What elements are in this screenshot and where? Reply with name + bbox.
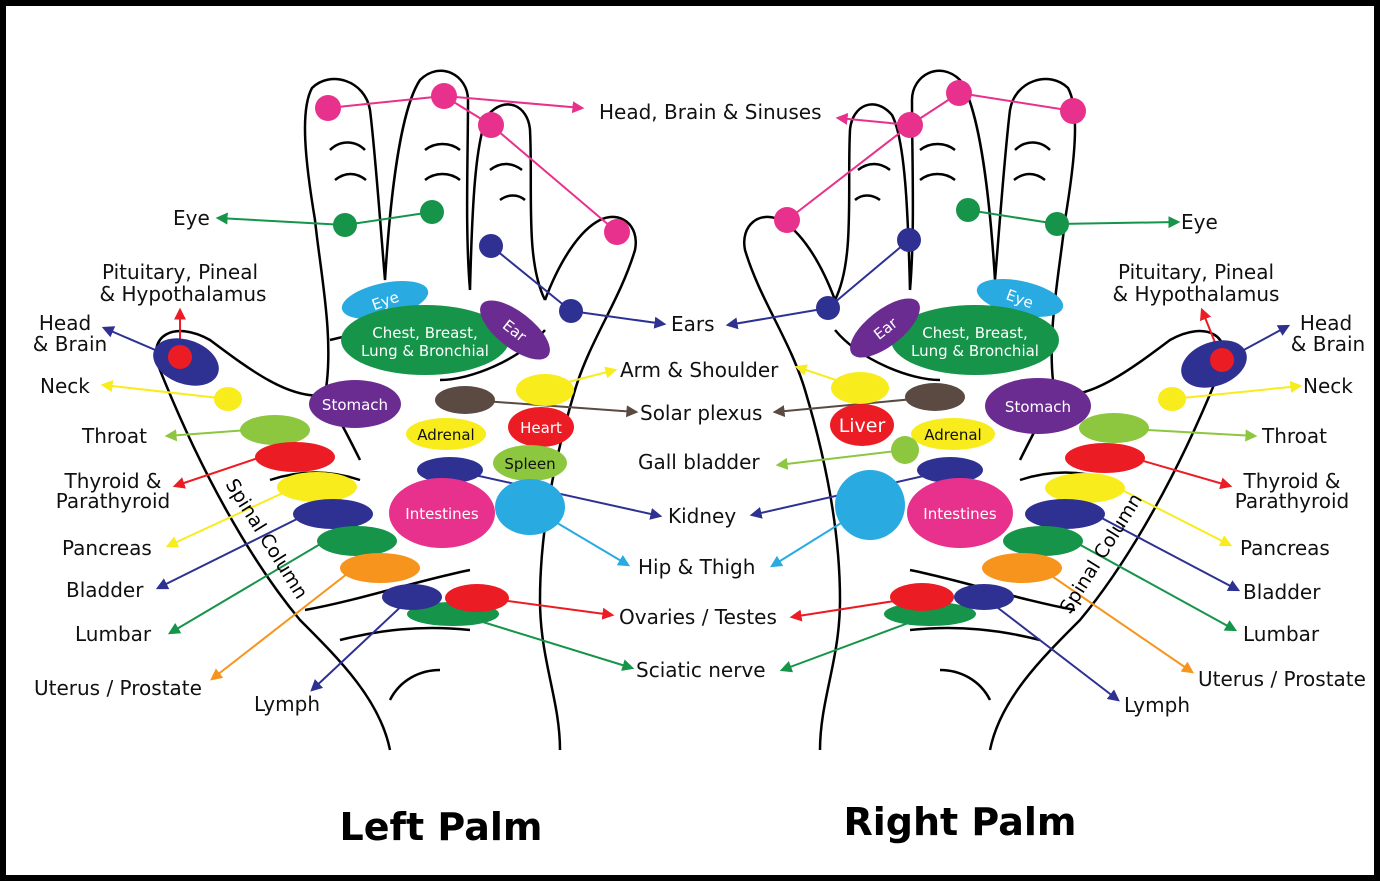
left-spleen-label: Spleen: [504, 455, 555, 473]
label-kidney: Kidney: [668, 504, 736, 528]
right-gall-bladder-zone: [891, 436, 919, 464]
left-throat-zone: [240, 415, 310, 445]
left-ear-point-b: [559, 299, 583, 323]
right-bladder-zone: [1025, 499, 1105, 529]
right-ovaries-zone: [890, 583, 954, 611]
right-label-uterus: Uterus / Prostate: [1198, 667, 1366, 691]
right-eye-point-b: [1045, 212, 1069, 236]
left-head-point-middle: [478, 112, 504, 138]
left-label-lymph: Lymph: [254, 692, 320, 716]
left-hip-zone: [495, 479, 565, 535]
label-gall-bladder: Gall bladder: [638, 450, 760, 474]
right-liver-label: Liver: [839, 415, 886, 437]
right-adrenal-label: Adrenal: [924, 426, 981, 444]
left-stomach-label: Stomach: [322, 396, 388, 414]
left-label-thyroid-2: Parathyroid: [56, 489, 171, 513]
right-intestines-label: Intestines: [923, 505, 997, 523]
right-lumbar-zone: [1003, 526, 1083, 556]
left-solar-plexus-zone: [435, 386, 495, 414]
right-palm-title: Right Palm: [843, 800, 1076, 844]
right-arm-shoulder-zone: [831, 372, 889, 404]
right-label-neck: Neck: [1303, 374, 1353, 398]
left-label-pituitary-2: & Hypothalamus: [100, 282, 267, 306]
left-eye-point-a: [333, 213, 357, 237]
left-ovaries-zone: [445, 584, 509, 612]
left-label-eye: Eye: [173, 206, 210, 230]
label-ears: Ears: [671, 312, 715, 336]
right-ear-point-b: [816, 296, 840, 320]
right-head-point-middle: [897, 112, 923, 138]
right-label-eye: Eye: [1181, 210, 1218, 234]
right-chest-label-1: Chest, Breast,: [922, 324, 1027, 342]
left-head-point-ring: [604, 219, 630, 245]
left-head-point-thumb: [315, 95, 341, 121]
left-label-head-2: & Brain: [33, 332, 107, 356]
left-palm-title: Left Palm: [339, 805, 542, 849]
right-solar-plexus-zone: [905, 383, 965, 411]
right-chest-label-2: Lung & Bronchial: [911, 342, 1039, 360]
left-neck-zone: [214, 387, 242, 411]
left-label-throat: Throat: [81, 424, 147, 448]
right-label-bladder: Bladder: [1243, 580, 1321, 604]
left-arm-shoulder-zone: [516, 374, 574, 406]
left-pituitary-point: [168, 345, 192, 369]
right-hip-zone: [835, 470, 905, 540]
label-arm-shoulder: Arm & Shoulder: [620, 358, 779, 382]
label-solar-plexus: Solar plexus: [640, 401, 762, 425]
right-label-throat: Throat: [1261, 424, 1327, 448]
right-label-pituitary-1: Pituitary, Pineal: [1118, 260, 1274, 284]
label-head-brain-sinuses: Head, Brain & Sinuses: [599, 100, 822, 124]
left-eye-point-b: [420, 200, 444, 224]
left-uterus-zone: [340, 553, 420, 583]
right-label-lumbar: Lumbar: [1243, 622, 1320, 646]
right-lymph-zone: [954, 584, 1014, 610]
right-head-point-thumb: [1060, 98, 1086, 124]
left-label-pituitary-1: Pituitary, Pineal: [102, 260, 258, 284]
right-stomach-label: Stomach: [1005, 398, 1071, 416]
right-label-thyroid-2: Parathyroid: [1235, 489, 1350, 513]
left-heart-label: Heart: [520, 419, 562, 437]
left-chest-label-1: Chest, Breast,: [372, 324, 477, 342]
left-head-point-index: [431, 83, 457, 109]
right-pituitary-point: [1210, 348, 1234, 372]
right-thyroid-zone: [1065, 443, 1145, 473]
right-eye-point-a: [956, 198, 980, 222]
left-adrenal-label: Adrenal: [417, 426, 474, 444]
left-intestines-label: Intestines: [405, 505, 479, 523]
right-label-pituitary-2: & Hypothalamus: [1113, 282, 1280, 306]
left-lumbar-zone: [317, 526, 397, 556]
left-label-lumbar: Lumbar: [75, 622, 152, 646]
label-ovaries-testes: Ovaries / Testes: [619, 605, 777, 629]
left-lymph-zone: [382, 584, 442, 610]
left-label-neck: Neck: [40, 374, 90, 398]
left-ear-point-a: [479, 234, 503, 258]
label-sciatic-nerve: Sciatic nerve: [636, 658, 766, 682]
left-label-pancreas: Pancreas: [62, 536, 152, 560]
left-pancreas-zone: [277, 472, 357, 502]
label-hip-thigh: Hip & Thigh: [638, 555, 755, 579]
right-throat-zone: [1079, 413, 1149, 443]
right-uterus-zone: [982, 553, 1062, 583]
left-thyroid-zone: [255, 442, 335, 472]
left-bladder-zone: [293, 499, 373, 529]
left-label-bladder: Bladder: [66, 578, 144, 602]
right-head-point-index: [946, 80, 972, 106]
right-head-point-ring: [774, 207, 800, 233]
left-label-uterus: Uterus / Prostate: [34, 676, 202, 700]
right-neck-zone: [1158, 387, 1186, 411]
right-ear-point-a: [897, 228, 921, 252]
right-label-pancreas: Pancreas: [1240, 536, 1330, 560]
left-chest-label-2: Lung & Bronchial: [361, 342, 489, 360]
right-label-head-2: & Brain: [1291, 332, 1365, 356]
right-label-lymph: Lymph: [1124, 693, 1190, 717]
frame-border: [3, 3, 1377, 878]
right-pancreas-zone: [1045, 473, 1125, 503]
